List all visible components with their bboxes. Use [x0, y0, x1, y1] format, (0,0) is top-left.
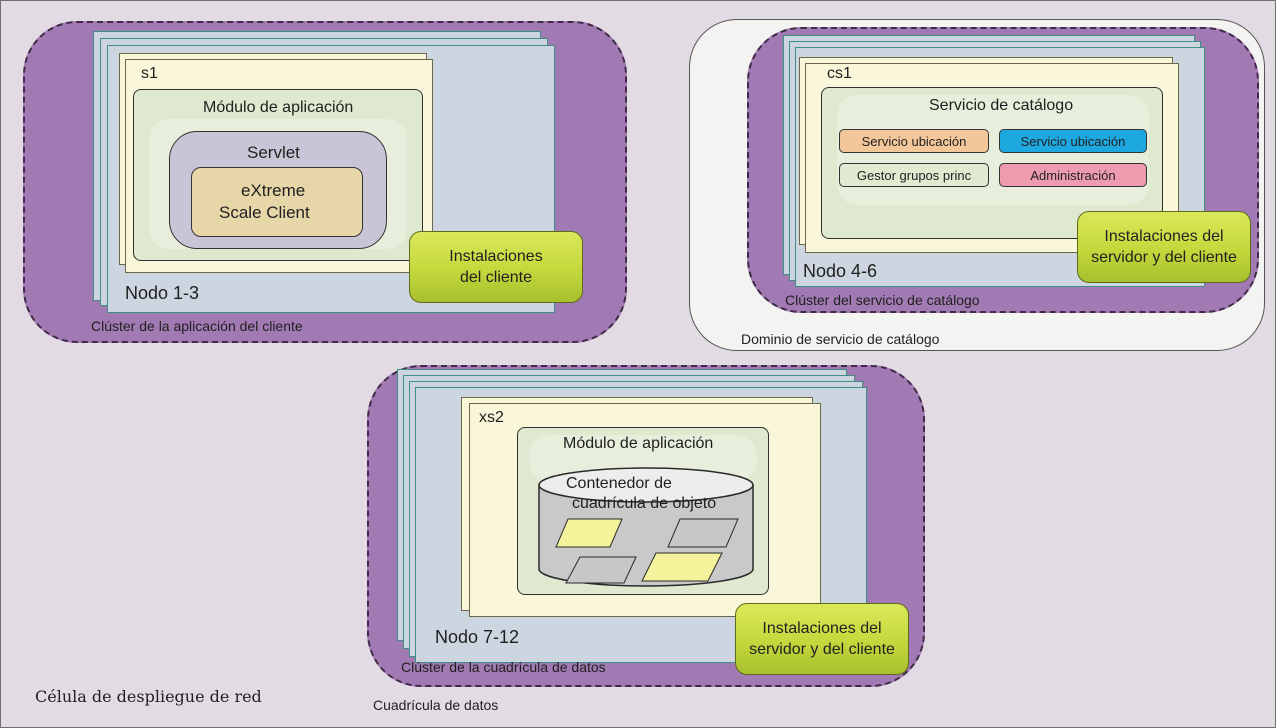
servlet-label: Servlet: [247, 143, 300, 162]
data-partition-shape: [641, 552, 723, 582]
data-partition-shape: [667, 518, 739, 548]
extreme-scale-client: [191, 167, 363, 237]
install-line1: Instalaciones del: [1104, 228, 1224, 245]
client-label-line2: Scale Client: [219, 203, 310, 222]
catalog-service-label: Servicio de catálogo: [929, 97, 1074, 114]
cell-label: Célula de despliegue de red: [35, 687, 262, 706]
cluster-label: Clúster de la cuadrícula de datos: [401, 659, 606, 675]
server-client-installations-badge: Instalaciones del servidor y del cliente: [1077, 211, 1251, 283]
install-line2: servidor y del cliente: [749, 641, 895, 658]
location-service-box: Servicio ubicación: [999, 129, 1147, 153]
client-installations-badge: Instalaciones del cliente: [409, 231, 583, 303]
cluster-label: Clúster del servicio de catálogo: [785, 292, 980, 308]
core-group-manager-box: Gestor grupos princ: [839, 163, 989, 187]
server-client-installations-badge: Instalaciones del servidor y del cliente: [735, 603, 909, 675]
container-label-line2: cuadrícula de objeto: [572, 495, 717, 512]
domain-label: Dominio de servicio de catálogo: [741, 331, 940, 347]
install-line2: del cliente: [459, 269, 533, 286]
module-label: Módulo de aplicación: [203, 99, 354, 116]
node-label: Nodo 7-12: [435, 627, 520, 647]
object-grid-container-cylinder: [538, 467, 754, 587]
data-grid-label: Cuadrícula de datos: [373, 697, 499, 713]
administration-box: Administración: [999, 163, 1147, 187]
data-partition-shape: [555, 518, 623, 548]
cluster-label: Clúster de la aplicación del cliente: [91, 318, 303, 334]
client-label-line1: eXtreme: [241, 181, 306, 200]
install-line2: servidor y del cliente: [1091, 249, 1237, 266]
data-partition-shape: [565, 556, 637, 584]
module-label: Módulo de aplicación: [563, 435, 714, 452]
install-line1: Instalaciones: [449, 248, 543, 265]
server-label: xs2: [479, 409, 504, 426]
server-label: s1: [141, 65, 158, 82]
node-label: Nodo 4-6: [803, 261, 878, 281]
placement-service-box: Servicio ubicación: [839, 129, 989, 153]
node-label: Nodo 1-3: [125, 283, 200, 303]
container-label-line1: Contenedor de: [566, 475, 672, 492]
server-label: cs1: [827, 65, 852, 82]
install-line1: Instalaciones del: [762, 620, 882, 637]
